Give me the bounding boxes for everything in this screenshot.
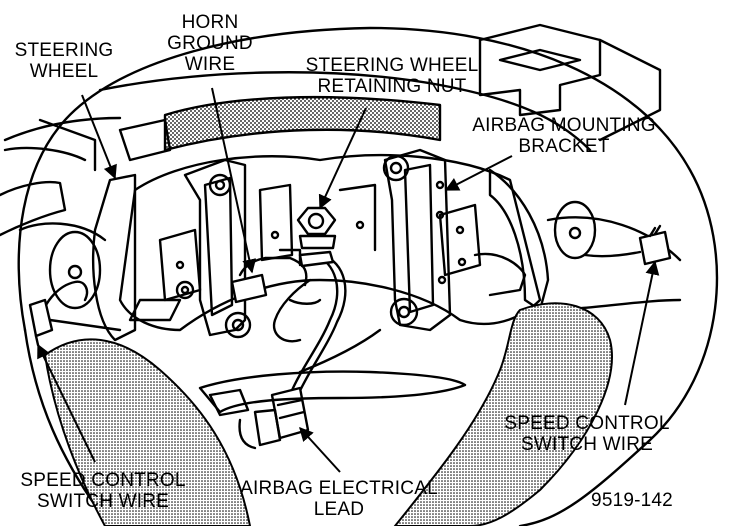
dash-top bbox=[98, 71, 592, 152]
left-lower-grip bbox=[43, 338, 252, 526]
left-mount-block bbox=[158, 228, 202, 302]
label-retaining-nut: STEERING WHEEL RETAINING NUT bbox=[305, 55, 479, 97]
right-lower-grip bbox=[393, 302, 613, 526]
label-airbag-lead: AIRBAG ELECTRICAL LEAD bbox=[240, 478, 438, 520]
arrow-horn-ground bbox=[211, 87, 257, 274]
lower-tray bbox=[198, 370, 467, 414]
hub-plate bbox=[118, 153, 542, 332]
label-speed-control-left: SPEED CONTROL SWITCH WIRE bbox=[20, 470, 186, 512]
left-cover-boss bbox=[48, 230, 102, 310]
top-right-structure bbox=[478, 23, 602, 117]
dash-lower bbox=[3, 116, 122, 142]
label-steering-wheel: STEERING WHEEL bbox=[14, 40, 114, 82]
arrow-speed-control-right bbox=[624, 260, 660, 406]
arrow-speed-control-left bbox=[37, 343, 96, 463]
arrow-airbag-lead bbox=[299, 426, 341, 473]
arrow-airbag-bracket bbox=[444, 155, 513, 191]
figure-id: 9519-142 bbox=[591, 490, 673, 511]
label-airbag-bracket: AIRBAG MOUNTING BRACKET bbox=[472, 115, 656, 157]
retaining-nut bbox=[296, 206, 337, 250]
left-stalk bbox=[0, 181, 67, 237]
airbag-top-shade bbox=[163, 95, 442, 152]
right-speed-wire bbox=[583, 250, 642, 258]
label-horn-ground-wire: HORN GROUND WIRE bbox=[167, 12, 253, 75]
arrow-retaining-nut bbox=[318, 107, 367, 210]
right-mount-block bbox=[438, 203, 482, 277]
right-cover-boss bbox=[553, 200, 597, 260]
right-bracket bbox=[383, 148, 452, 332]
label-speed-control-right: SPEED CONTROL SWITCH WIRE bbox=[504, 413, 670, 455]
arrow-steering-wheel bbox=[81, 94, 117, 180]
left-spoke bbox=[92, 173, 137, 342]
